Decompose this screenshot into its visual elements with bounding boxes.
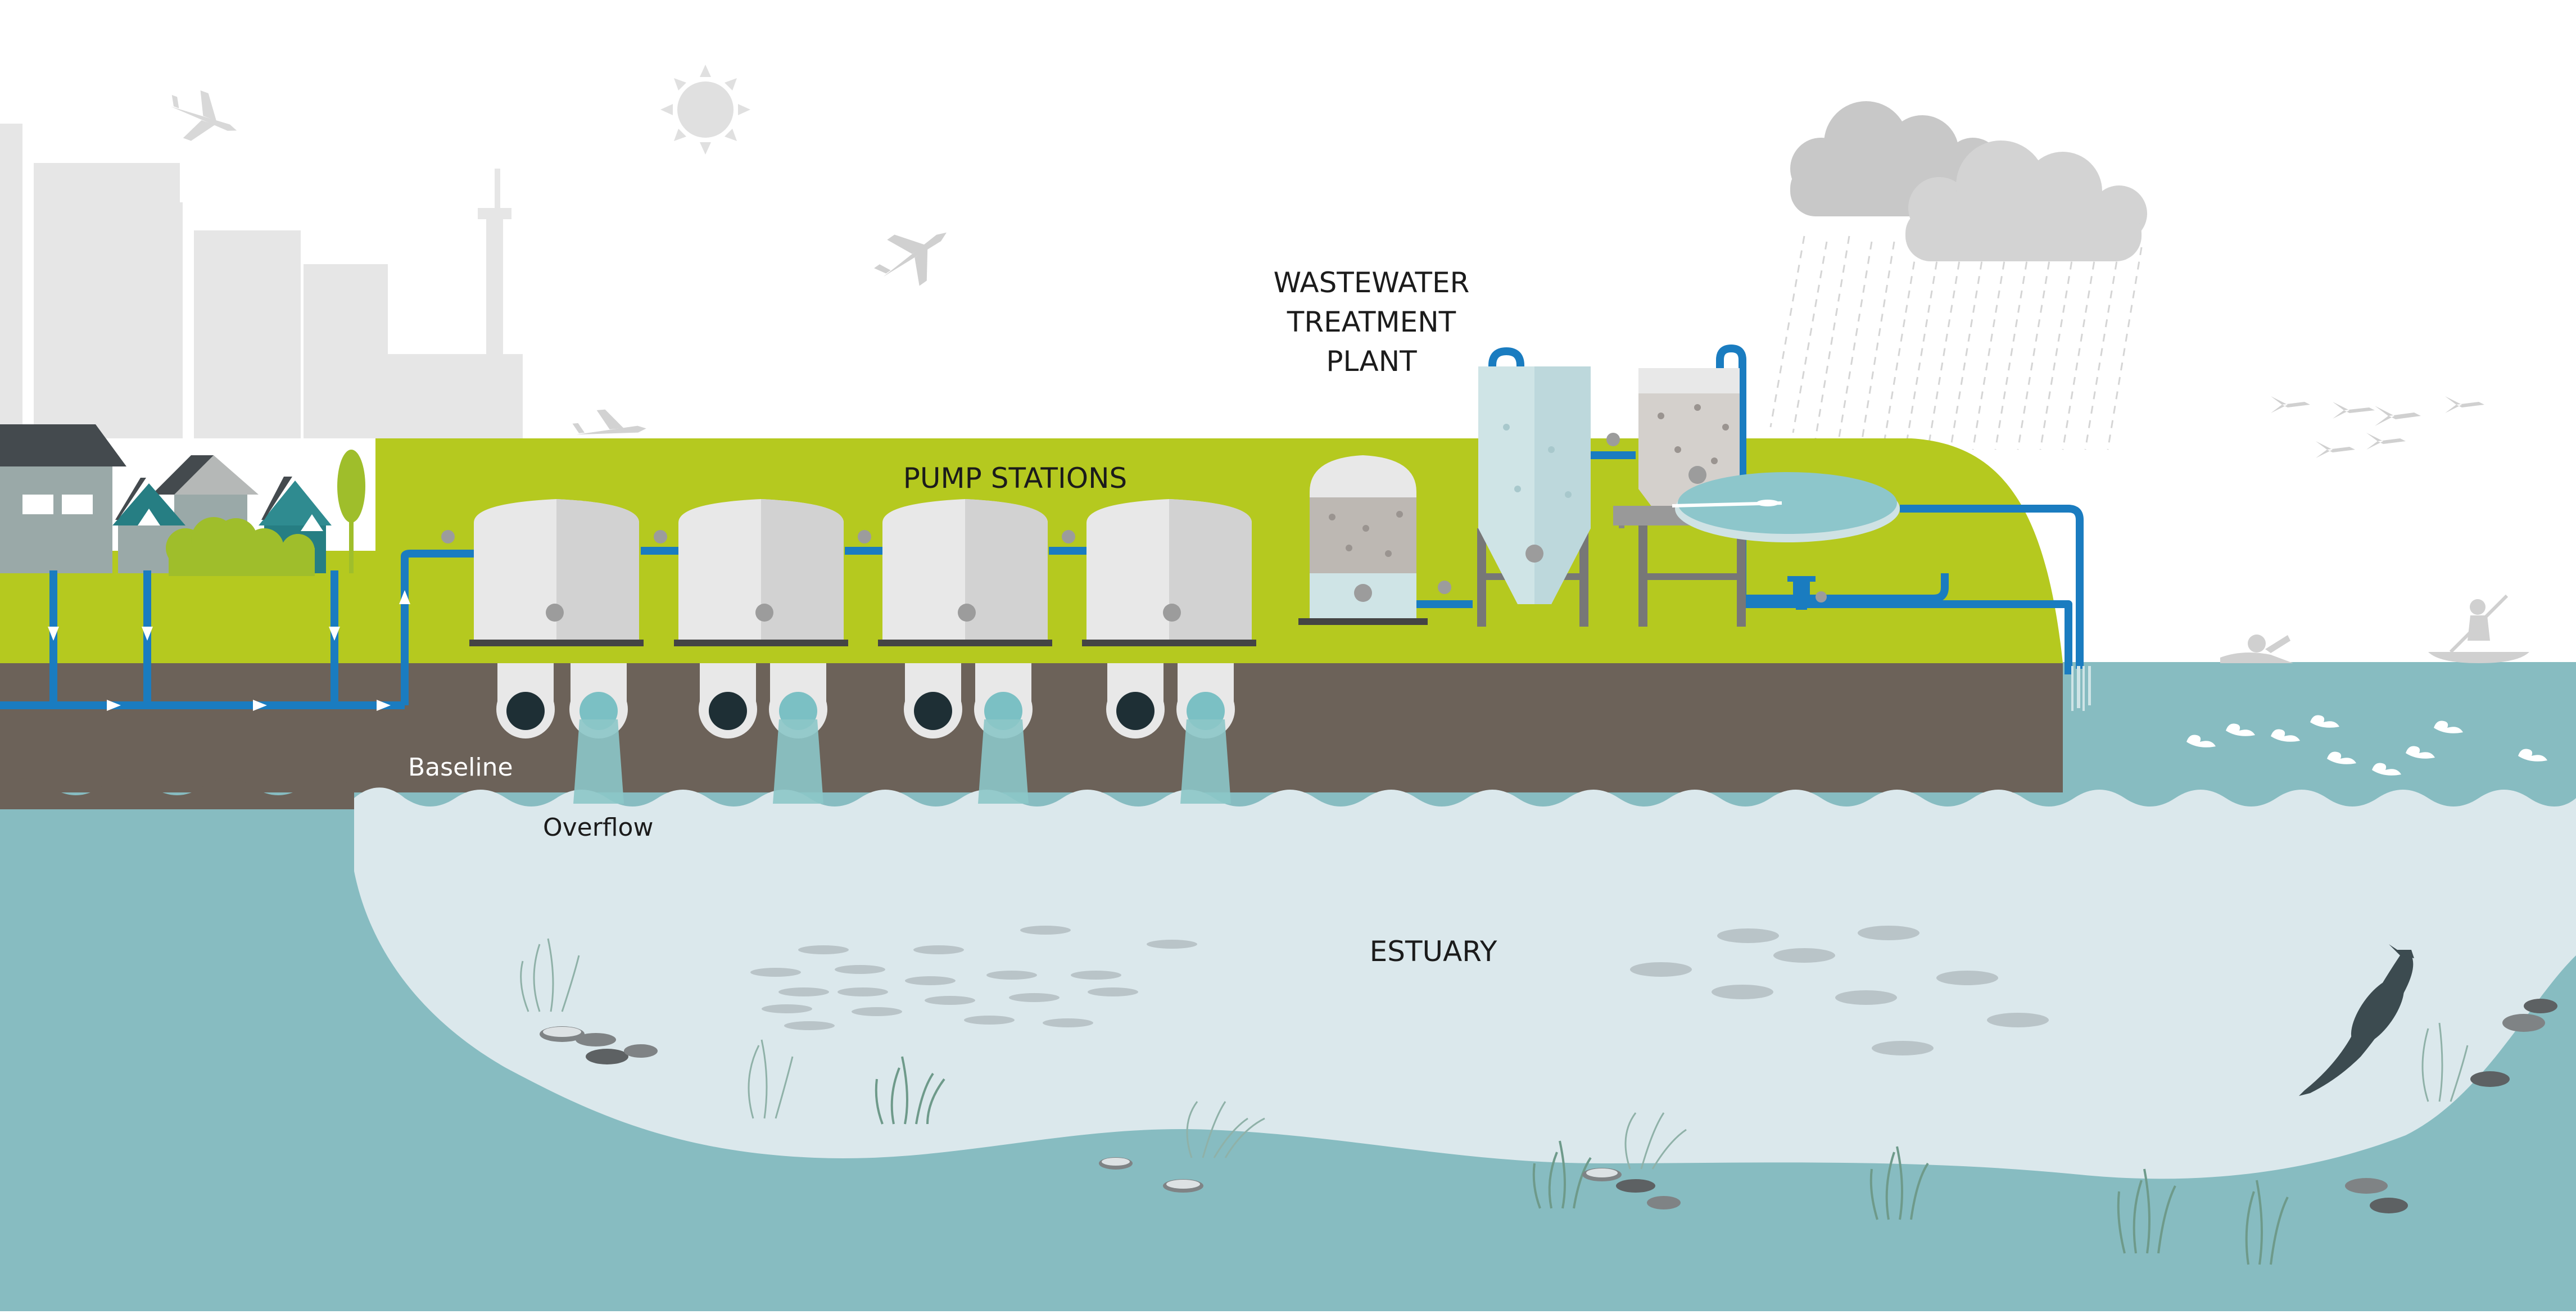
discharge-icon: [2071, 666, 2091, 711]
bird-icon: [2271, 396, 2484, 458]
overflow-plumes: [573, 719, 1231, 804]
clarifier-icon: [1613, 472, 1900, 542]
house-icon: [0, 424, 126, 573]
label-pump-stations: PUMP STATIONS: [903, 462, 1127, 495]
storage-tank-icon: [674, 499, 848, 646]
label-wastewater-line2: TREATMENT: [1287, 306, 1456, 338]
label-estuary: ESTUARY: [1370, 935, 1497, 968]
cloud-icon: [1905, 141, 2147, 261]
kayaker-icon: [2428, 594, 2529, 663]
seagrass-icon: [875, 1056, 2289, 1265]
cloud-icon: [1790, 101, 2001, 216]
tree-icon: [337, 450, 365, 573]
city-skyline: [0, 124, 523, 438]
seagrass-icon: [520, 938, 2469, 1170]
estuary-shallow-water: [354, 787, 2576, 1179]
label-wastewater-line1: WASTEWATER: [1274, 266, 1470, 299]
duck-icon: [2186, 715, 2547, 776]
storage-tank-icon: [1298, 455, 1428, 625]
sun-icon: [660, 65, 750, 155]
fish-icon: [750, 926, 1197, 1030]
cormorant-icon: [2299, 944, 2414, 1096]
tree-icon: [166, 517, 315, 576]
mussel-icon: [540, 999, 2557, 1213]
flow-arrows: [48, 590, 410, 711]
storage-tank-icon: [878, 499, 1052, 646]
swimmer-icon: [2220, 635, 2293, 663]
label-baseline: Baseline: [408, 753, 513, 782]
outfall-pipes: [496, 663, 1235, 804]
airplane-icon: [572, 409, 646, 435]
storage-tank-icon: [1082, 499, 1256, 646]
label-overflow: Overflow: [543, 813, 653, 842]
soil-wave-edge: [0, 778, 354, 809]
open-water: [2063, 662, 2576, 809]
pump-icon: [1787, 576, 1827, 610]
storage-tank-icon: [469, 499, 644, 646]
label-wastewater-line3: PLANT: [1326, 345, 1417, 378]
airplane-icon: [170, 90, 237, 141]
rain-icon: [1769, 235, 2143, 450]
valve-icon: [441, 433, 1620, 594]
fish-icon: [1630, 926, 2049, 1055]
diagram-labels: WASTEWATER TREATMENT PLANT PUMP STATIONS…: [408, 266, 1497, 968]
airplane-icon: [874, 232, 947, 286]
settling-tank-icon: [1477, 366, 1591, 627]
